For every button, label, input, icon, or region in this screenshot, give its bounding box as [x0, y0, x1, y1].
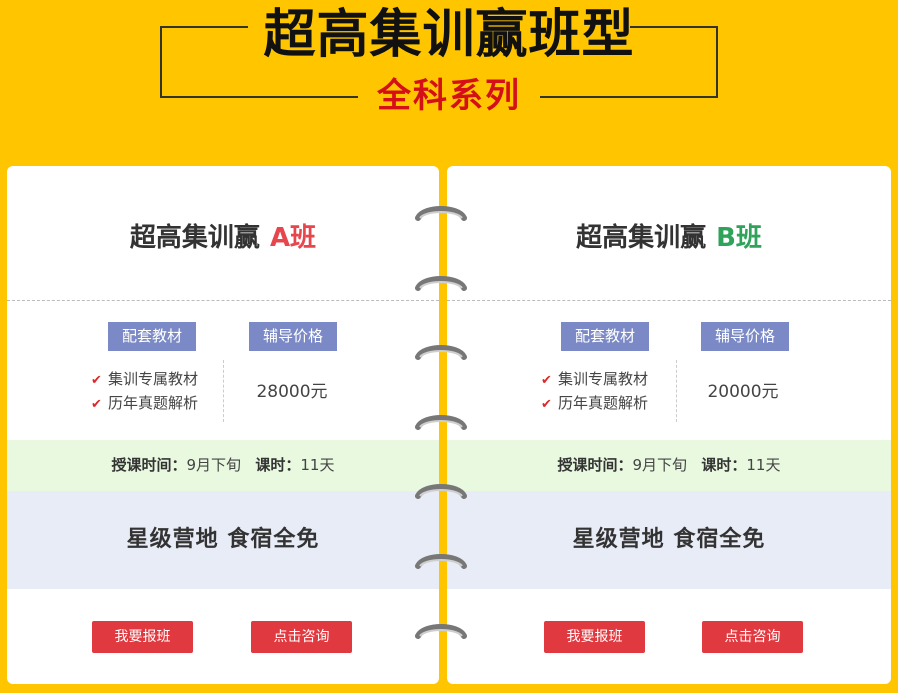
header-frame: [160, 26, 718, 98]
tag-materials: 配套教材: [561, 322, 649, 351]
feature-label: 历年真题解析: [558, 394, 649, 412]
divider: [447, 300, 891, 301]
hours-label: 课时：: [255, 456, 301, 474]
hours-value: 11天: [746, 456, 781, 474]
page-title: 超高集训赢班型: [263, 5, 635, 65]
tag-price: 辅导价格: [701, 322, 789, 351]
class-name-suffix: B班: [716, 223, 762, 253]
class-name: 超高集训赢 B班: [447, 218, 891, 258]
perk-banner: 星级营地 食宿全免: [7, 491, 439, 589]
binder-ring-icon: [415, 554, 467, 569]
class-name-prefix: 超高集训赢: [576, 223, 707, 253]
class-card-b: 超高集训赢 B班 配套教材 辅导价格 ✔ 集训专属教材 ✔ 历年真题解析 20000元…: [447, 166, 891, 684]
header-frame-line: [630, 26, 718, 28]
class-name: 超高集训赢 A班: [7, 218, 439, 258]
feature-item: ✔ 集训专属教材: [91, 368, 198, 392]
tag-price: 辅导价格: [249, 322, 337, 351]
feature-item: ✔ 集训专属教材: [541, 368, 648, 392]
schedule-bar: 授课时间：9月下旬 课时：11天: [447, 440, 891, 491]
class-card-a: 超高集训赢 A班 配套教材 辅导价格 ✔ 集训专属教材 ✔ 历年真题解析 28000元…: [7, 166, 439, 684]
schedule-label: 授课时间：: [111, 456, 187, 474]
check-icon: ✔: [541, 373, 552, 388]
schedule-label: 授课时间：: [557, 456, 633, 474]
feature-item: ✔ 历年真题解析: [91, 392, 198, 416]
hours-value: 11天: [300, 456, 335, 474]
class-name-prefix: 超高集训赢: [129, 223, 260, 253]
price: 28000元: [256, 382, 328, 402]
header-frame-line: [160, 26, 248, 28]
divider: [7, 300, 439, 301]
feature-list: ✔ 集训专属教材 ✔ 历年真题解析: [541, 368, 648, 416]
page-subtitle: 全科系列: [377, 76, 521, 116]
feature-list: ✔ 集训专属教材 ✔ 历年真题解析: [91, 368, 198, 416]
schedule-value: 9月下旬: [186, 456, 242, 474]
binder-ring-icon: [415, 276, 467, 291]
feature-label: 集训专属教材: [558, 370, 649, 388]
check-icon: ✔: [91, 373, 102, 388]
binder-ring-icon: [415, 484, 467, 499]
header-frame-line: [160, 96, 358, 98]
check-icon: ✔: [541, 397, 552, 412]
schedule-bar: 授课时间：9月下旬 课时：11天: [7, 440, 439, 491]
feature-label: 历年真题解析: [108, 394, 199, 412]
header: 超高集训赢班型 全科系列: [0, 0, 898, 160]
check-icon: ✔: [91, 397, 102, 412]
enroll-button[interactable]: 我要报班: [544, 621, 645, 653]
feature-item: ✔ 历年真题解析: [541, 392, 648, 416]
consult-button[interactable]: 点击咨询: [702, 621, 803, 653]
enroll-button[interactable]: 我要报班: [92, 621, 193, 653]
hours-label: 课时：: [701, 456, 747, 474]
feature-label: 集训专属教材: [108, 370, 199, 388]
vertical-separator: [223, 360, 224, 422]
binder-ring-icon: [415, 415, 467, 430]
schedule-value: 9月下旬: [632, 456, 688, 474]
class-name-suffix: A班: [269, 223, 317, 253]
consult-button[interactable]: 点击咨询: [251, 621, 352, 653]
binder-ring-icon: [415, 345, 467, 360]
price: 20000元: [707, 382, 779, 402]
header-frame-line: [540, 96, 718, 98]
perk-banner: 星级营地 食宿全免: [447, 491, 891, 589]
vertical-separator: [676, 360, 677, 422]
binder-ring-icon: [415, 624, 467, 639]
binder-ring-icon: [415, 206, 467, 221]
tag-materials: 配套教材: [108, 322, 196, 351]
